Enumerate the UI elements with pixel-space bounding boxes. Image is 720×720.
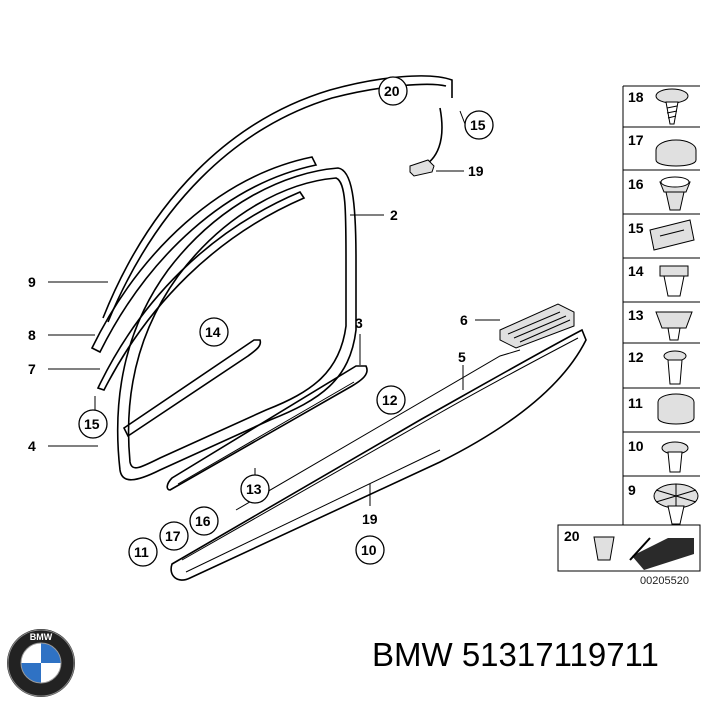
clip-part-13 [655,311,693,341]
star-clip-part-9 [653,483,699,525]
callout-6: 7 [28,361,36,377]
panel-label-12: 12 [628,349,644,365]
bracket-part-5 [499,303,575,349]
caption-part-number: 51317119711 [461,636,659,673]
cap-part-17 [655,139,697,167]
callout-4: 5 [458,349,466,365]
panel-label-14: 14 [628,263,644,279]
callout-19: 19 [468,163,484,179]
callout-5: 6 [460,312,468,328]
logo-letters: BMW [30,632,53,642]
lower-seal-part-14 [122,339,262,438]
callout-2: 3 [355,315,363,331]
leader-lines [48,110,500,506]
panel-label-16: 16 [628,176,644,192]
callout-11: 11 [134,544,149,560]
entrance-strip [166,365,368,491]
clip-part-19 [409,159,435,177]
panel-label-11: 11 [628,395,643,411]
caption-brand: BMW [372,636,453,673]
panel-label-15: 15 [628,220,644,236]
panel-label-18: 18 [628,89,644,105]
rivet-part-12 [663,350,687,385]
bmw-logo: BMW [7,629,75,697]
screw-part-10 [661,441,689,473]
panel-label-10: 10 [628,438,644,454]
callout-14: 14 [205,324,221,340]
roof-trim-strips [90,75,453,391]
callout-20: 20 [384,83,400,99]
entrance-strip-inner [177,381,355,485]
callout-13: 13 [246,481,262,497]
callout-3: 4 [28,438,36,454]
clip-part-16 [659,176,691,211]
circled-callouts: 20 15 14 12 15 13 16 17 11 10 [78,76,494,567]
callout-1: 2 [390,207,398,223]
callout-15-left: 15 [84,416,100,432]
drawing-number: 00205520 [640,575,689,587]
clip-part-14 [659,265,689,297]
fastener-panel: 18 17 16 15 14 13 12 11 10 9 [622,85,700,535]
callout-8: 9 [28,274,36,290]
part-caption: BMW 51317119711 [372,636,659,674]
door-seal [116,167,357,481]
plate-part-15 [649,219,695,251]
callout-10: 10 [361,542,377,558]
callout-16: 16 [195,513,211,529]
panel-label-13: 13 [628,307,644,323]
panel-label-17: 17 [628,132,644,148]
plain-callouts: 9 8 7 4 2 3 6 5 19 19 [28,163,484,527]
box-label-20: 20 [564,528,580,544]
callout-15-top: 15 [470,117,486,133]
panel-label-9: 9 [628,482,636,498]
side-sill [170,328,587,581]
callout-7: 8 [28,327,36,343]
callout-17: 17 [165,528,181,544]
callout-12: 12 [382,392,398,408]
box-part-20: 20 [557,524,701,572]
grommet-part-11 [657,393,695,425]
callout-9: 19 [362,511,378,527]
screw-part-18 [655,88,689,125]
